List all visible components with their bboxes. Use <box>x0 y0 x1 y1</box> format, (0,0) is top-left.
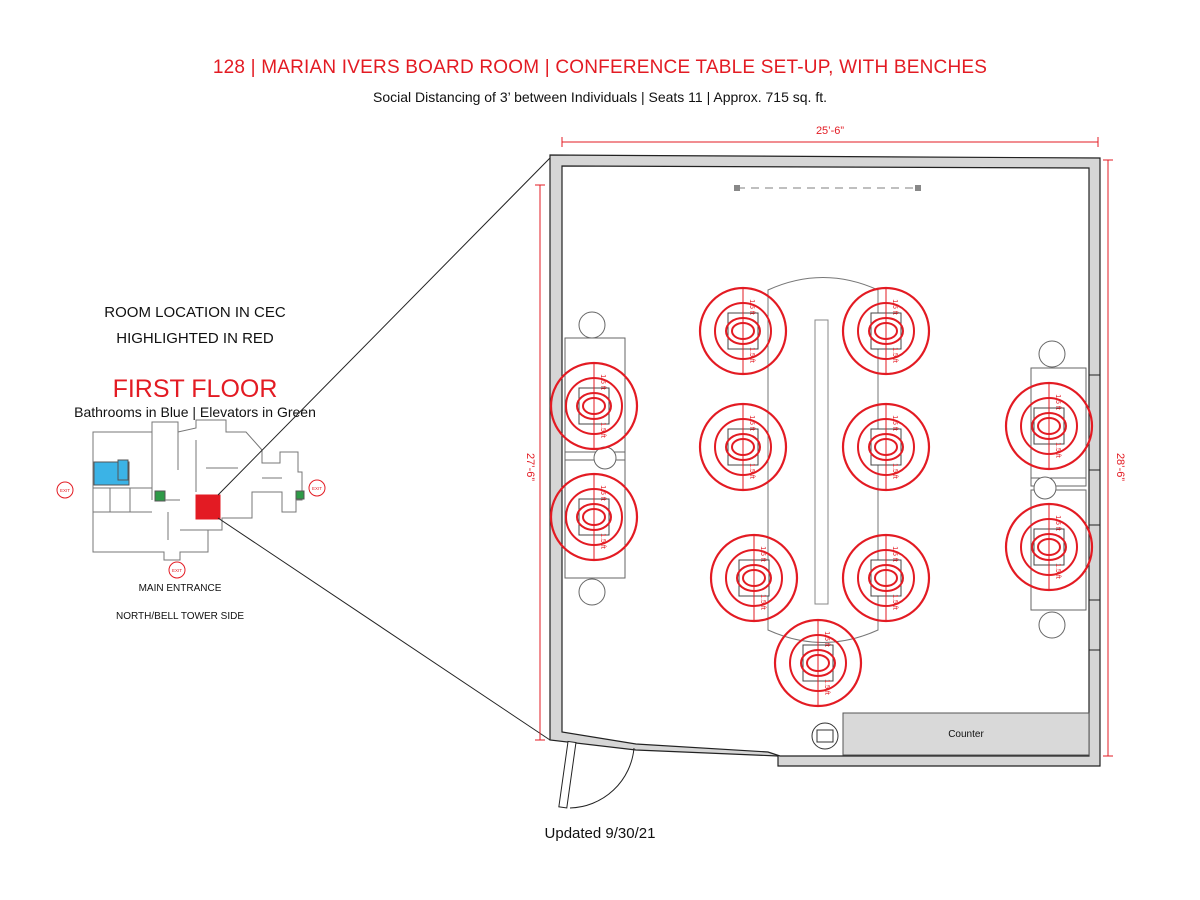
zoom-line-top <box>217 157 551 496</box>
seat-distance-label: 1.5 ft <box>891 594 898 610</box>
seat-distance-label: 1.5 ft <box>823 679 830 695</box>
seat-distance-label: 1.5 ft <box>748 347 755 363</box>
seat-marker: 1.5 ft 1.5 ft <box>698 286 788 376</box>
seat-distance-label: 1.5 ft <box>599 533 606 549</box>
seat-distance-label: 1.5 ft <box>891 299 898 315</box>
seats-layer: 1.5 ft1.5 ft1.5 ft1.5 ft1.5 ft1.5 ft1.5 … <box>549 286 1094 708</box>
seat-distance-label: 1.5 ft <box>759 594 766 610</box>
bench-right <box>1030 340 1087 639</box>
counter-label: Counter <box>948 729 984 740</box>
seat-distance-label: 1.5 ft <box>599 422 606 438</box>
exit-label: EXIT <box>60 488 70 493</box>
exit-marker-right: EXIT <box>308 479 326 497</box>
trash-can <box>811 722 839 750</box>
seat-distance-label: 1.5 ft <box>599 485 606 501</box>
dimension-width-label: 25’-6” <box>816 125 844 137</box>
seat-marker: 1.5 ft 1.5 ft <box>841 286 931 376</box>
seat-marker: 1.5 ft 1.5 ft <box>773 618 863 708</box>
seat-distance-label: 1.5 ft <box>891 415 898 431</box>
dimension-right-label: 28’-6” <box>1114 453 1126 481</box>
north-side-label: NORTH/BELL TOWER SIDE <box>116 611 244 622</box>
exit-label: EXIT <box>172 568 182 573</box>
main-entrance-label: MAIN ENTRANCE <box>138 583 222 594</box>
seat-distance-label: 1.5 ft <box>748 415 755 431</box>
seat-distance-label: 1.5 ft <box>1054 442 1061 458</box>
page-title: 128 | MARIAN IVERS BOARD ROOM | CONFEREN… <box>212 57 988 78</box>
seat-marker: 1.5 ft 1.5 ft <box>841 402 931 492</box>
seat-marker: 1.5 ft 1.5 ft <box>549 361 639 451</box>
seat-distance-label: 1.5 ft <box>599 374 606 390</box>
seat-marker: 1.5 ft 1.5 ft <box>1004 502 1094 592</box>
seat-distance-label: 1.5 ft <box>1054 563 1061 579</box>
seat-distance-label: 1.5 ft <box>891 546 898 562</box>
dimension-left-height <box>535 184 545 741</box>
seat-distance-label: 1.5 ft <box>1054 394 1061 410</box>
exit-label: EXIT <box>312 486 322 491</box>
exit-marker-left: EXIT <box>56 481 74 499</box>
projector-screen <box>734 185 921 191</box>
seat-distance-label: 1.5 ft <box>891 463 898 479</box>
location-note-line2: HIGHLIGHTED IN RED <box>116 330 274 347</box>
exit-marker-bottom: EXIT <box>168 561 186 579</box>
door <box>558 740 635 809</box>
seat-distance-label: 1.5 ft <box>759 546 766 562</box>
elevator-block-left <box>154 490 166 502</box>
floor-legend: Bathrooms in Blue | Elevators in Green <box>74 404 316 420</box>
seat-marker: 1.5 ft 1.5 ft <box>1004 381 1094 471</box>
seat-distance-label: 1.5 ft <box>748 463 755 479</box>
dimension-width <box>561 137 1099 147</box>
updated-label: Updated 9/30/21 <box>544 825 656 842</box>
building-floor-map <box>92 419 305 561</box>
seat-distance-label: 1.5 ft <box>1054 515 1061 531</box>
seat-marker: 1.5 ft 1.5 ft <box>841 533 931 623</box>
seat-distance-label: 1.5 ft <box>823 631 830 647</box>
seat-marker: 1.5 ft 1.5 ft <box>549 472 639 562</box>
elevator-block-right <box>295 490 305 500</box>
dimension-right-height <box>1103 159 1113 757</box>
floor-heading: FIRST FLOOR <box>112 375 278 403</box>
seat-marker: 1.5 ft 1.5 ft <box>698 402 788 492</box>
seat-distance-label: 1.5 ft <box>748 299 755 315</box>
zoom-line-bottom <box>217 517 551 741</box>
room-highlight <box>195 494 221 520</box>
conference-table <box>767 277 879 643</box>
building-outline <box>92 419 303 561</box>
location-note-line1: ROOM LOCATION IN CEC <box>104 304 286 321</box>
counter <box>842 712 1090 756</box>
seat-marker: 1.5 ft 1.5 ft <box>709 533 799 623</box>
page-subtitle: Social Distancing of 3’ between Individu… <box>373 89 827 105</box>
seat-distance-label: 1.5 ft <box>891 347 898 363</box>
dimension-left-label: 27’-6” <box>524 453 536 481</box>
